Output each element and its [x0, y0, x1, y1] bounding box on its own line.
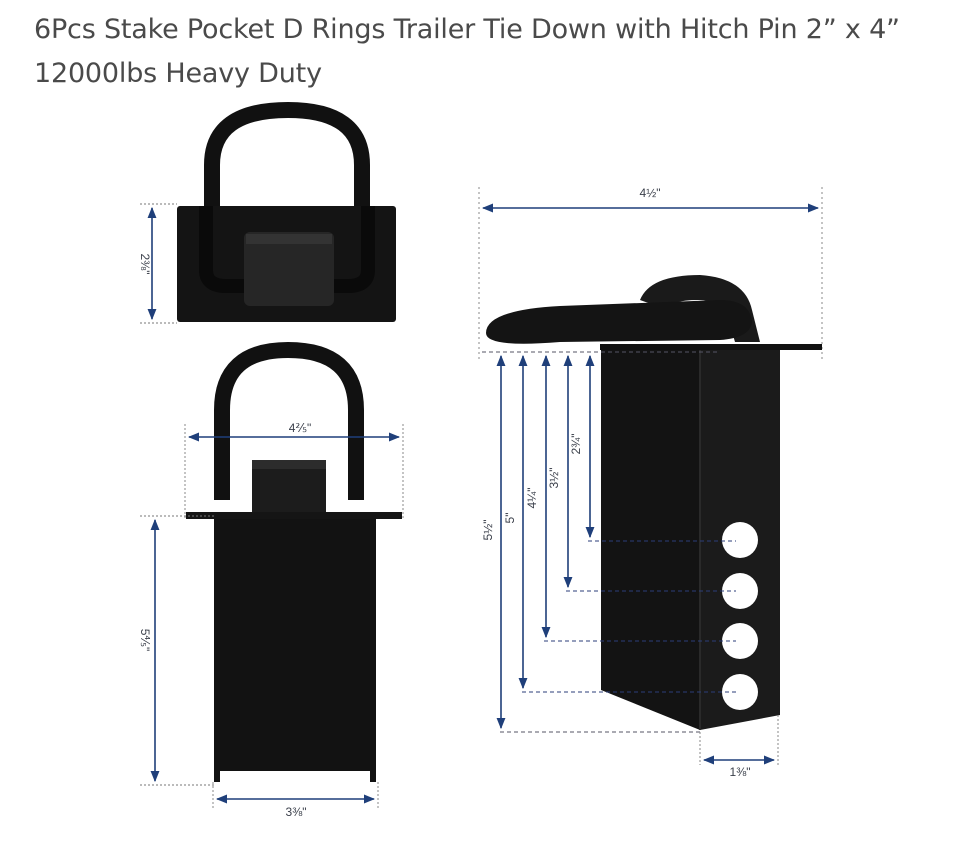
front-view-width-label: 4⅖"	[289, 421, 312, 435]
front-view: 4⅖" 5⅘" 3⅜"	[138, 341, 404, 819]
front-view-height-label: 5⅘"	[138, 629, 152, 652]
dimension-diagram: 2⅜" 4⅖" 5⅘" 3⅜" 4½"	[138, 101, 823, 819]
side-view-depth-label: 1⅜"	[730, 765, 751, 779]
front-view-bottom-width-label: 3⅜"	[286, 805, 307, 819]
hole-depth-label-2: 3½"	[547, 468, 561, 489]
product-title: 6Pcs Stake Pocket D Rings Trailer Tie Do…	[34, 14, 900, 89]
side-view-width-label: 4½"	[640, 186, 661, 200]
total-depth-label: 5½"	[481, 520, 495, 541]
side-view: 4½" 2¾" 3½" 4¼" 5" 5½"	[478, 186, 823, 779]
hitch-pin-holes	[722, 522, 758, 710]
hole-depth-label-3: 4¼"	[525, 488, 539, 509]
top-view-height-label: 2⅜"	[138, 254, 152, 275]
top-view: 2⅜"	[138, 101, 396, 324]
hole-depth-label-4: 5"	[503, 513, 517, 524]
hole-depth-label-1: 2¾"	[569, 434, 583, 455]
